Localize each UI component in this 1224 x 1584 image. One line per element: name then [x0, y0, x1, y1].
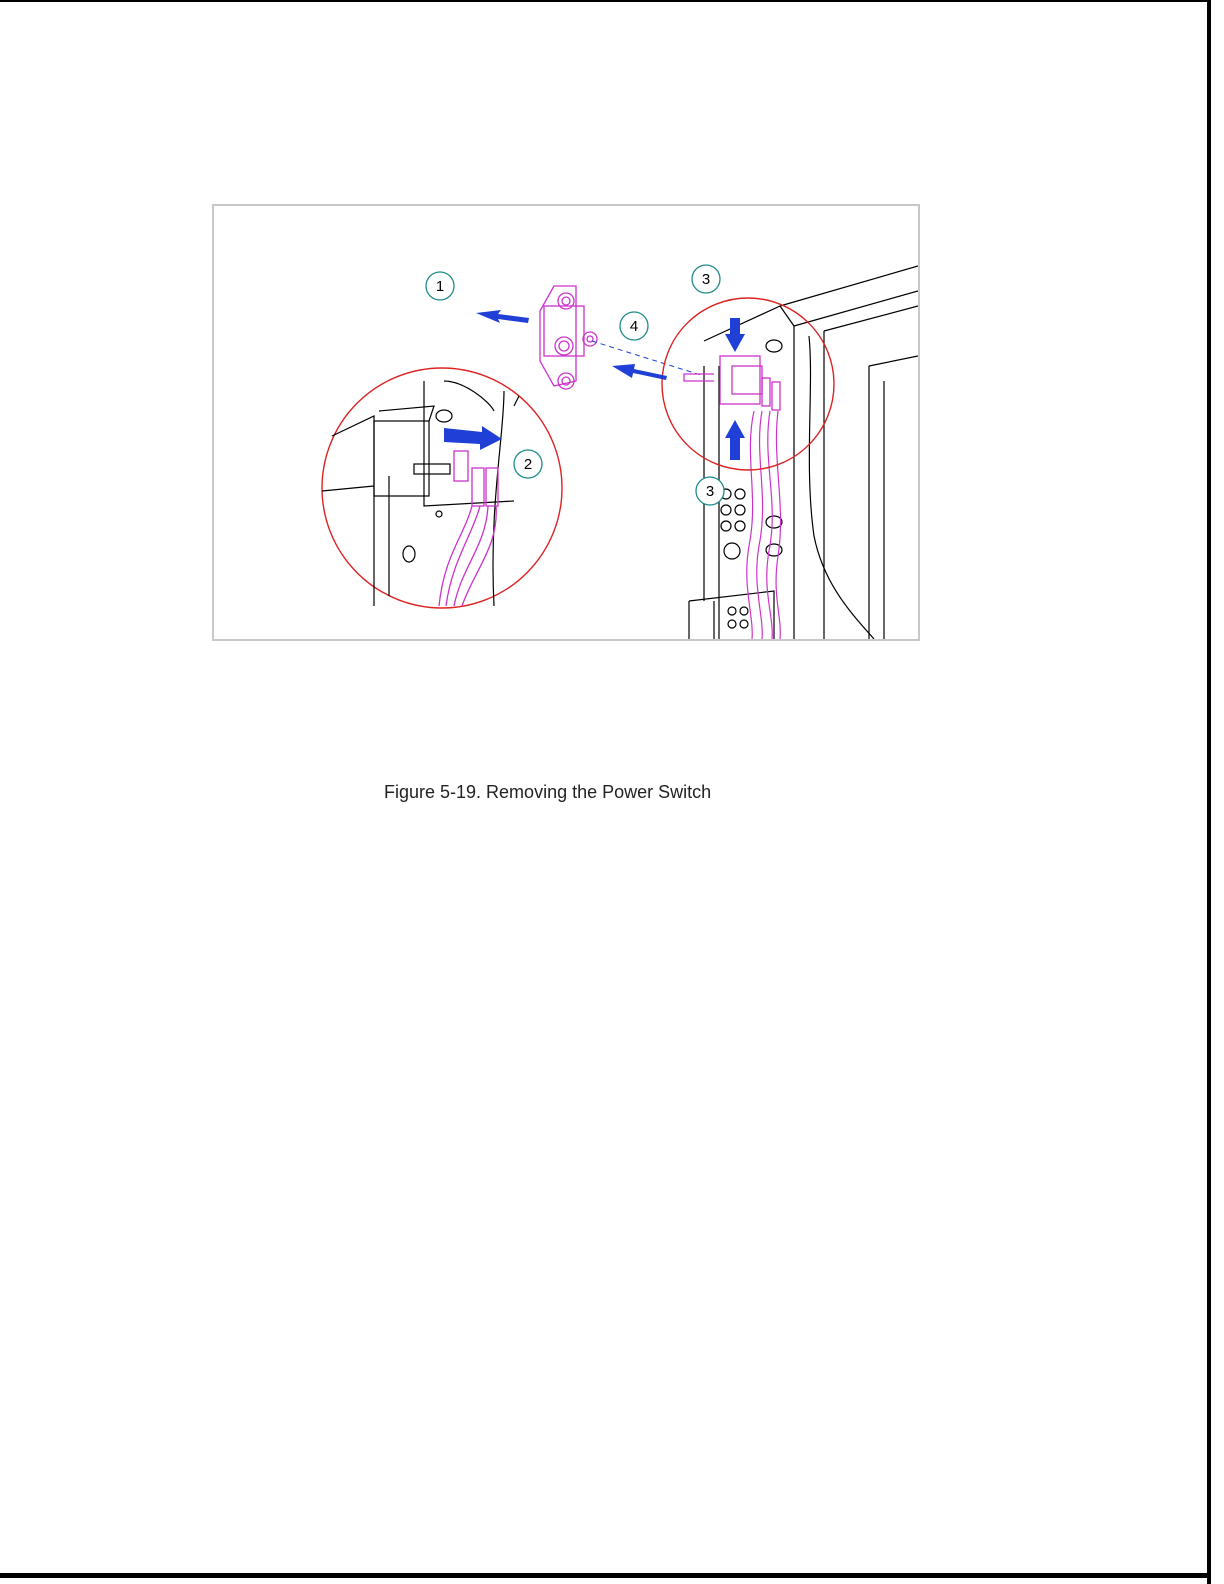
figure-caption: Figure 5-19. Removing the Power Switch	[384, 782, 711, 803]
callout-1-label: 1	[436, 278, 444, 295]
illustration-drawing: 1 2 3 3 4	[214, 206, 918, 639]
page-border-right	[1207, 0, 1211, 1584]
callout-3-top: 3	[692, 265, 720, 293]
arrow-4	[612, 364, 667, 380]
detail-circle-installed	[662, 298, 834, 470]
power-switch-part	[540, 286, 597, 389]
page-border-top	[0, 0, 1210, 2]
callout-2-label: 2	[524, 456, 532, 473]
switch-wires	[747, 411, 781, 639]
callout-3-bottom: 3	[696, 477, 724, 505]
page-border-bottom	[0, 1573, 1211, 1578]
alignment-line	[592, 341, 704, 376]
arrow-3-bottom	[725, 420, 745, 460]
arrow-1	[476, 310, 529, 323]
power-switch-removal-illustration: 1 2 3 3 4	[212, 204, 920, 641]
callout-3-bottom-label: 3	[706, 483, 714, 500]
callout-3-top-label: 3	[702, 271, 710, 288]
detail-view	[322, 368, 562, 608]
installed-switch	[684, 356, 780, 410]
computer-chassis	[689, 266, 918, 639]
callout-4-label: 4	[630, 318, 638, 335]
callout-1: 1	[426, 272, 454, 300]
callout-2: 2	[514, 450, 542, 478]
callout-4: 4	[620, 312, 648, 340]
